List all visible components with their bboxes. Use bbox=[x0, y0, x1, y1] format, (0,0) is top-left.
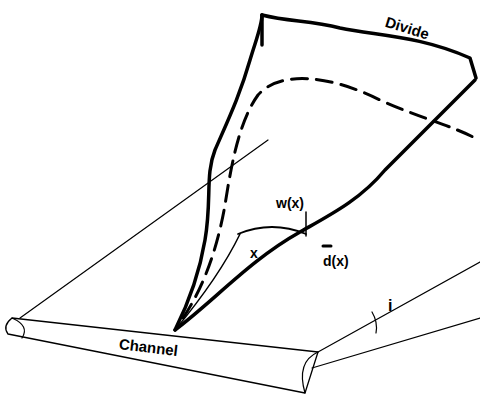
x-line bbox=[175, 234, 240, 330]
channel-end bbox=[302, 352, 318, 393]
channel-end bbox=[12, 318, 24, 338]
angle-label: i bbox=[388, 298, 392, 314]
width-arc bbox=[238, 227, 306, 234]
hollow-axis bbox=[183, 79, 475, 318]
base-line bbox=[312, 318, 480, 368]
distance-label: x bbox=[250, 246, 258, 260]
divide-line bbox=[260, 15, 264, 45]
angle-arc bbox=[372, 312, 377, 333]
channel-label: Channel bbox=[118, 336, 179, 358]
hollow-boundary bbox=[175, 80, 475, 330]
channel-band bbox=[6, 318, 318, 393]
plane-edge bbox=[318, 262, 480, 352]
hollow-boundary bbox=[175, 15, 262, 330]
depth-label: d(x) bbox=[323, 254, 349, 268]
depth-mark bbox=[323, 245, 331, 248]
width-label: w(x) bbox=[276, 196, 304, 210]
width-tick bbox=[305, 212, 307, 236]
divide-line bbox=[262, 15, 476, 78]
